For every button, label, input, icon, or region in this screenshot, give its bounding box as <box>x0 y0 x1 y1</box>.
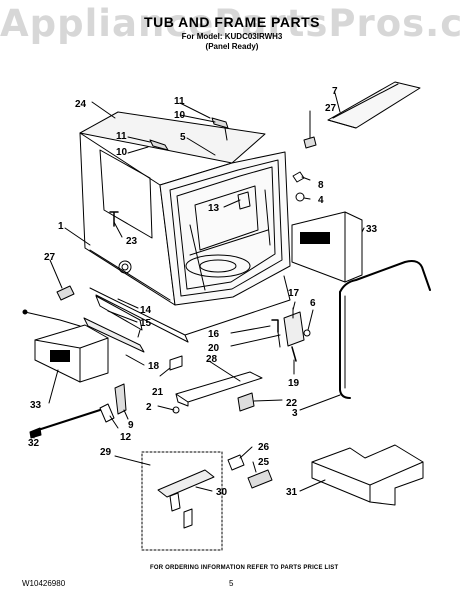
callout-11a: 11 <box>174 96 185 107</box>
bracket-27-left <box>56 285 75 301</box>
clip-9 <box>114 383 127 415</box>
insulation-block-left <box>34 324 109 383</box>
screw-23 <box>109 211 119 227</box>
callout-24: 24 <box>75 99 87 110</box>
callout-23: 23 <box>126 236 138 247</box>
nut-6 <box>303 329 311 337</box>
callout-10b: 10 <box>116 147 128 158</box>
callout-1: 1 <box>58 221 64 232</box>
callout-19: 19 <box>288 378 300 389</box>
callout-22: 22 <box>286 398 298 409</box>
callout-33b: 33 <box>30 400 42 411</box>
page-title: TUB AND FRAME PARTS <box>144 14 320 30</box>
ordering-note: FOR ORDERING INFORMATION REFER TO PARTS … <box>150 565 339 571</box>
leg-19 <box>291 346 297 362</box>
document-number: W10426980 <box>22 579 66 588</box>
callout-12: 12 <box>120 432 132 443</box>
callout-7: 7 <box>332 86 338 97</box>
callout-29: 29 <box>100 447 112 458</box>
callout-21: 21 <box>152 387 164 398</box>
callout-15: 15 <box>140 318 152 329</box>
callout-13: 13 <box>208 203 220 214</box>
bracket-27-right <box>303 136 317 149</box>
bracket-12 <box>99 403 115 423</box>
callout-10a: 10 <box>174 110 186 121</box>
callout-26: 26 <box>258 442 270 453</box>
screw-16 <box>271 319 279 333</box>
callout-33a: 33 <box>366 224 378 235</box>
tub-illustration <box>79 111 291 306</box>
callout-30: 30 <box>216 487 228 498</box>
door-gasket <box>339 260 431 293</box>
base-frame-illustration <box>83 275 291 353</box>
detail-inset-29 <box>141 451 223 551</box>
callout-25: 25 <box>258 457 270 468</box>
leveling-part-30 <box>157 469 215 498</box>
leader-lines <box>33 92 365 492</box>
callout-28: 28 <box>206 354 218 365</box>
callout-8: 8 <box>318 180 324 191</box>
model-line: For Model: KUDC03IRWH3 <box>181 32 283 41</box>
bottom-panel-31 <box>311 444 424 506</box>
callout-20: 20 <box>208 343 220 354</box>
callout-2: 2 <box>146 402 152 413</box>
callout-5: 5 <box>180 132 186 143</box>
callout-3: 3 <box>292 408 298 419</box>
side-panel-top <box>327 81 421 129</box>
callout-6: 6 <box>310 298 316 309</box>
callout-31: 31 <box>286 487 298 498</box>
cable-32 <box>37 409 101 431</box>
page-number: 5 <box>229 579 234 588</box>
callout-11b: 11 <box>116 131 127 142</box>
bracket-25 <box>247 469 273 489</box>
callout-9: 9 <box>128 420 134 431</box>
screw-21 <box>169 355 183 371</box>
callout-4: 4 <box>318 195 324 206</box>
switch-22 <box>237 392 255 412</box>
insulation-block-right <box>291 211 363 283</box>
callout-labels: 24 11 10 11 10 5 7 27 8 4 13 33 23 1 27 … <box>28 86 378 498</box>
wire-harness <box>24 311 81 327</box>
callout-32: 32 <box>28 438 40 449</box>
subtitle: (Panel Ready) <box>205 42 259 51</box>
bracket-13 <box>237 191 251 210</box>
callout-18: 18 <box>148 361 160 372</box>
leveling-leg-bracket <box>283 311 305 347</box>
callout-14: 14 <box>140 305 152 316</box>
callout-27b: 27 <box>44 252 56 263</box>
toe-plate-28 <box>175 371 263 403</box>
callout-16: 16 <box>208 329 220 340</box>
callout-27a: 27 <box>325 103 337 114</box>
washer-4 <box>295 192 305 202</box>
bracket-26 <box>227 454 245 471</box>
callout-17: 17 <box>288 288 300 299</box>
